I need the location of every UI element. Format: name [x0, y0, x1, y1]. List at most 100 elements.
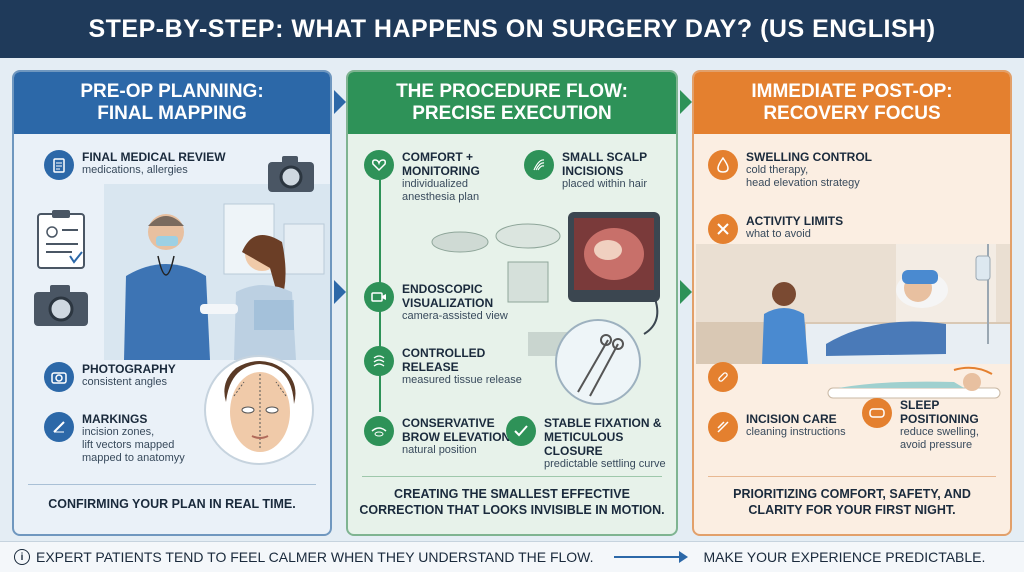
panel-footer: CLARITY FOR YOUR FIRST NIGHT. — [748, 503, 956, 517]
cross-icon — [708, 214, 738, 244]
camera-icon — [44, 362, 74, 392]
arrow-right-icon — [334, 280, 346, 304]
step-scalp-incisions: SMALL SCALP INCISIONS placed within hair — [524, 150, 647, 191]
step-desc: consistent angles — [82, 376, 167, 388]
pillow-icon — [862, 398, 892, 428]
recovery-room-illustration — [696, 244, 1010, 364]
step-desc: mapped to anatomyy — [82, 452, 185, 464]
pen-icon — [44, 412, 74, 442]
step-desc: placed within hair — [562, 178, 647, 190]
step-title: MARKINGS — [82, 412, 148, 426]
step-title: INCISIONS — [562, 164, 624, 178]
release-icon — [364, 346, 394, 376]
step-title: CONTROLLED — [402, 346, 486, 360]
step-desc: cold therapy, — [746, 164, 809, 176]
step-title: CONSERVATIVE — [402, 416, 495, 430]
heading-line-2: PRECISE EXECUTION — [412, 103, 612, 124]
brow-icon — [364, 416, 394, 446]
face-markings-illustration — [204, 352, 314, 468]
panel-footer: PRIORITIZING COMFORT, SAFETY, AND — [733, 487, 971, 501]
step-sleep-positioning: SLEEP POSITIONING reduce swelling, avoid… — [862, 398, 979, 452]
arrow-right-icon — [680, 90, 692, 114]
video-camera-icon — [364, 282, 394, 312]
step-title: VISUALIZATION — [402, 296, 494, 310]
step-title: PHOTOGRAPHY — [82, 362, 176, 376]
heading-line-1: IMMEDIATE POST-OP: — [751, 81, 953, 102]
step-title: INCISION CARE — [746, 412, 837, 426]
step-title: SLEEP — [900, 398, 940, 412]
panel-heading: IMMEDIATE POST-OP: RECOVERY FOCUS — [694, 72, 1010, 134]
panel-procedure: THE PROCEDURE FLOW: PRECISE EXECUTION CO… — [346, 70, 678, 536]
step-desc: head elevation strategy — [746, 177, 860, 189]
step-swelling-control: SWELLING CONTROL cold therapy, head elev… — [708, 150, 872, 190]
step-desc: camera-assisted view — [402, 310, 508, 322]
step-desc: cleaning instructions — [746, 426, 846, 438]
camera-icon — [266, 154, 316, 194]
bottom-right-text: MAKE YOUR EXPERIENCE PREDICTABLE. — [703, 549, 986, 565]
arrow-right-icon — [680, 280, 692, 304]
step-controlled-release: CONTROLLED RELEASE measured tissue relea… — [364, 346, 522, 387]
panel-footer: CREATING THE SMALLEST EFFECTIVE — [394, 487, 630, 501]
step-desc: predictable settling curve — [544, 458, 666, 470]
step-desc: what to avoid — [746, 228, 811, 240]
divider — [28, 484, 316, 485]
arrow-right-icon — [334, 90, 346, 114]
bottom-banner: i EXPERT PATIENTS TEND TO FEEL CALMER WH… — [0, 541, 1024, 572]
step-comfort-monitoring: COMFORT + MONITORING individualized anes… — [364, 150, 480, 204]
operating-room-illustration — [408, 212, 674, 412]
panel-post-op: IMMEDIATE POST-OP: RECOVERY FOCUS SWELLI… — [692, 70, 1012, 536]
panel-heading: PRE-OP PLANNING: FINAL MAPPING — [14, 72, 330, 134]
panel-heading: THE PROCEDURE FLOW: PRECISE EXECUTION — [348, 72, 676, 134]
step-incision-care: INCISION CARE cleaning instructions — [708, 412, 846, 442]
panel-footer: CORRECTION THAT LOOKS INVISIBLE IN MOTIO… — [359, 503, 665, 517]
heading-line-1: THE PROCEDURE FLOW: — [396, 81, 628, 102]
step-desc: lift vectors mapped — [82, 439, 175, 451]
camera-icon — [32, 282, 90, 328]
step-title: COMFORT + — [402, 150, 473, 164]
panel-pre-op: PRE-OP PLANNING: FINAL MAPPING FINAL MED… — [12, 70, 332, 536]
step-title: MONITORING — [402, 164, 480, 178]
step-title: FINAL MEDICAL REVIEW — [82, 150, 226, 164]
step-activity-limits: ACTIVITY LIMITS what to avoid — [708, 214, 843, 244]
step-desc: avoid pressure — [900, 439, 973, 451]
panel-footer: CONFIRMING YOUR PLAN IN REAL TIME. — [48, 497, 296, 511]
clipboard-icon — [44, 150, 74, 180]
bandage-icon — [708, 412, 738, 442]
step-bandage-mark — [708, 362, 746, 392]
heart-hand-icon — [364, 150, 394, 180]
step-title: METICULOUS CLOSURE — [544, 430, 624, 458]
step-title: SWELLING CONTROL — [746, 150, 872, 164]
bandage-icon — [708, 362, 738, 392]
step-title: RELEASE — [402, 360, 459, 374]
info-icon: i — [14, 549, 30, 565]
step-desc: measured tissue release — [402, 374, 522, 386]
step-title: BROW ELEVATION — [402, 430, 511, 444]
step-title: POSITIONING — [900, 412, 979, 426]
heading-line-2: FINAL MAPPING — [97, 103, 247, 124]
step-desc: incision zones, — [82, 426, 155, 438]
bottom-left-text: EXPERT PATIENTS TEND TO FEEL CALMER WHEN… — [36, 549, 594, 565]
step-title: STABLE FIXATION & — [544, 416, 662, 430]
step-desc: natural position — [402, 444, 477, 456]
clipboard-illustration — [32, 210, 92, 270]
step-photography: PHOTOGRAPHY consistent angles — [44, 362, 176, 392]
heading-line-2: RECOVERY FOCUS — [763, 103, 941, 124]
step-endoscopic: ENDOSCOPIC VISUALIZATION camera-assisted… — [364, 282, 508, 323]
step-markings: MARKINGS incision zones, lift vectors ma… — [44, 412, 185, 465]
step-title: ACTIVITY LIMITS — [746, 214, 844, 228]
sleep-position-illustration — [824, 366, 1004, 402]
scalp-lines-icon — [524, 150, 554, 180]
step-medical-review: FINAL MEDICAL REVIEW medications, allerg… — [44, 150, 226, 180]
divider — [362, 476, 662, 477]
step-desc: anesthesia plan — [402, 191, 480, 203]
divider — [708, 476, 996, 477]
step-title: SMALL SCALP — [562, 150, 648, 164]
page-title: STEP-BY-STEP: WHAT HAPPENS ON SURGERY DA… — [0, 0, 1024, 58]
step-brow-elevation: CONSERVATIVE BROW ELEVATION natural posi… — [364, 416, 510, 457]
step-desc: reduce swelling, — [900, 426, 979, 438]
step-fixation-closure: STABLE FIXATION & METICULOUS CLOSURE pre… — [506, 416, 676, 471]
check-icon — [506, 416, 536, 446]
step-desc: individualized — [402, 178, 469, 190]
step-desc: medications, allergies — [82, 164, 188, 176]
step-title: ENDOSCOPIC — [402, 282, 483, 296]
